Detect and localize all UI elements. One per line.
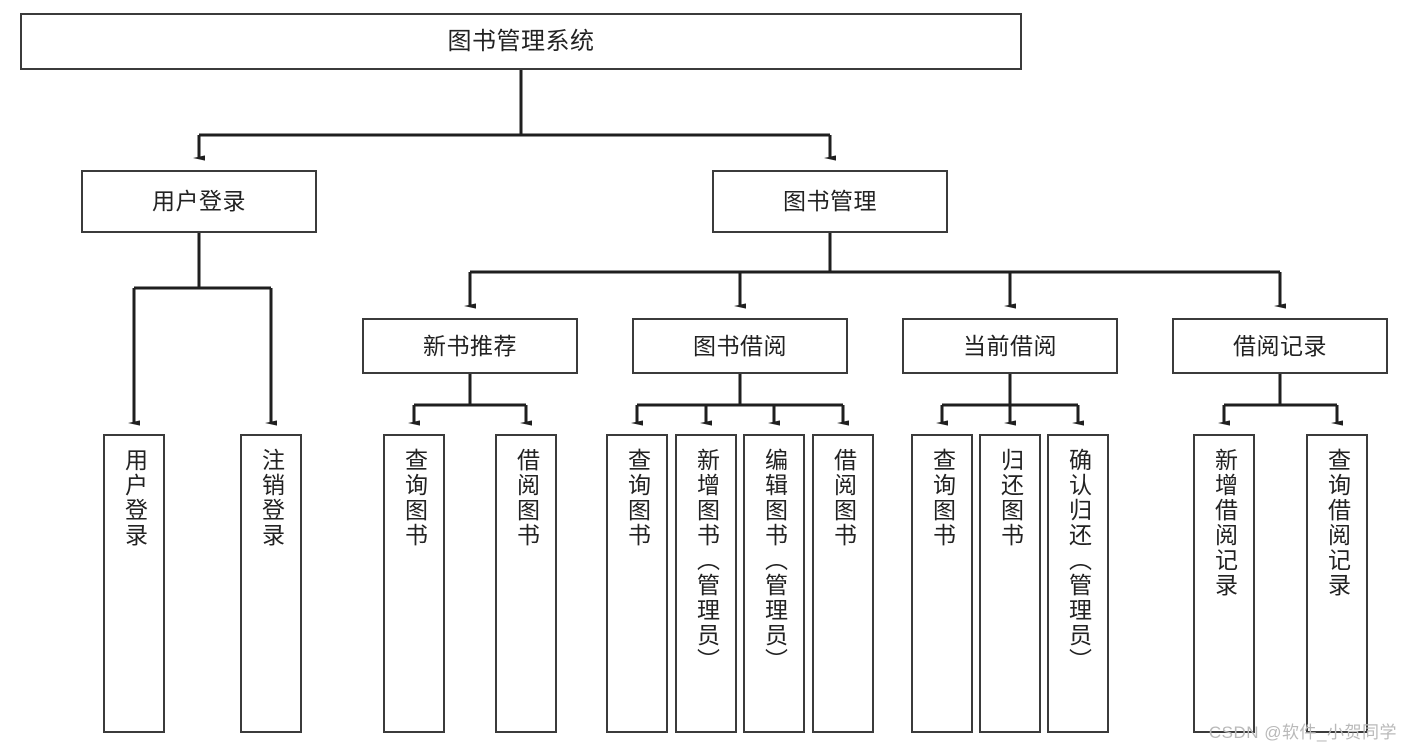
leaf-query-book-2[interactable]: 查询图书 — [606, 434, 668, 733]
watermark-text: CSDN @软件_小贺同学 — [1208, 723, 1397, 742]
node-label: 新增图书（管理员） — [693, 448, 720, 673]
node-label: 编辑图书（管理员） — [761, 448, 788, 673]
node-label: 查询图书 — [624, 448, 651, 548]
node-label: 用户登录 — [121, 448, 148, 548]
node-label: 用户登录 — [152, 188, 246, 215]
node-label: 当前借阅 — [963, 332, 1057, 359]
node-label: 注销登录 — [258, 448, 285, 548]
node-label: 借阅图书 — [513, 448, 540, 548]
node-label: 查询图书 — [401, 448, 428, 548]
leaf-query-book-1[interactable]: 查询图书 — [383, 434, 445, 733]
leaf-borrow-book-2[interactable]: 借阅图书 — [812, 434, 874, 733]
leaf-logout[interactable]: 注销登录 — [240, 434, 302, 733]
leaf-borrow-book-1[interactable]: 借阅图书 — [495, 434, 557, 733]
leaf-user-login[interactable]: 用户登录 — [103, 434, 165, 733]
node-label: 查询借阅记录 — [1324, 448, 1351, 598]
node-label: 图书管理系统 — [447, 27, 595, 55]
node-label: 新增借阅记录 — [1211, 448, 1238, 598]
node-label: 借阅图书 — [830, 448, 857, 548]
node-borrow-record[interactable]: 借阅记录 — [1172, 318, 1388, 374]
node-label: 借阅记录 — [1233, 332, 1327, 359]
node-label: 图书管理 — [783, 188, 877, 215]
node-label: 新书推荐 — [423, 332, 517, 359]
node-label: 查询图书 — [929, 448, 956, 548]
node-label: 归还图书 — [997, 448, 1024, 548]
node-book-management[interactable]: 图书管理 — [712, 170, 948, 233]
leaf-query-record[interactable]: 查询借阅记录 — [1306, 434, 1368, 733]
node-current-borrow[interactable]: 当前借阅 — [902, 318, 1118, 374]
leaf-query-book-3[interactable]: 查询图书 — [911, 434, 973, 733]
node-label: 图书借阅 — [693, 332, 787, 359]
leaf-add-record[interactable]: 新增借阅记录 — [1193, 434, 1255, 733]
leaf-return-book[interactable]: 归还图书 — [979, 434, 1041, 733]
leaf-confirm-return[interactable]: 确认归还（管理员） — [1047, 434, 1109, 733]
node-book-borrow[interactable]: 图书借阅 — [632, 318, 848, 374]
node-new-book-recommend[interactable]: 新书推荐 — [362, 318, 578, 374]
node-user-login[interactable]: 用户登录 — [81, 170, 317, 233]
node-root-book-management-system[interactable]: 图书管理系统 — [20, 13, 1022, 70]
leaf-add-book[interactable]: 新增图书（管理员） — [675, 434, 737, 733]
leaf-edit-book[interactable]: 编辑图书（管理员） — [743, 434, 805, 733]
node-label: 确认归还（管理员） — [1065, 448, 1092, 673]
